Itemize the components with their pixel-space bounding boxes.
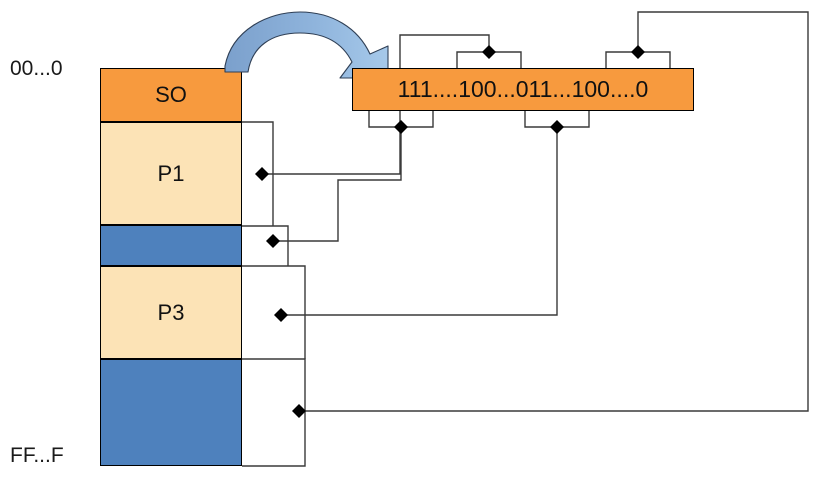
- memory-block-p3[interactable]: P3: [100, 266, 242, 359]
- curved-mapping-arrow: [224, 11, 389, 79]
- diamond-marker-p3: [274, 308, 288, 322]
- bracket-free-1: [242, 225, 289, 266]
- diamond-marker-free-1: [266, 234, 280, 248]
- bracket-p1: [242, 121, 274, 226]
- address-label-bottom: FF...F: [10, 444, 64, 467]
- diamond-marker-bitstring-top-right: [631, 45, 645, 59]
- memory-block-free-2[interactable]: [100, 359, 242, 466]
- diamond-marker-bitstring-bottom-right: [550, 120, 564, 134]
- diamond-marker-free-2: [292, 404, 306, 418]
- wire-free1-to-bitstring: [273, 127, 402, 242]
- diamond-marker-p1: [255, 167, 269, 181]
- diamond-marker-bitstring-bottom-left: [394, 120, 408, 134]
- bitstring-text: 111....100...011...100....0: [397, 76, 649, 102]
- memory-block-free-1[interactable]: [100, 225, 242, 266]
- address-label-top: 00...0: [10, 57, 63, 80]
- bracket-p3: [242, 265, 306, 359]
- wire-free2-to-bitstring: [299, 11, 809, 412]
- memory-block-p1[interactable]: P1: [100, 122, 242, 225]
- diamond-marker-bitstring-top-left: [482, 45, 496, 59]
- wire-p1-to-bitstring: [262, 34, 490, 175]
- bitstring-box[interactable]: 111....100...011...100....0: [352, 68, 694, 111]
- wire-p3-to-bitstring: [281, 127, 558, 316]
- bracket-free-2: [242, 358, 306, 467]
